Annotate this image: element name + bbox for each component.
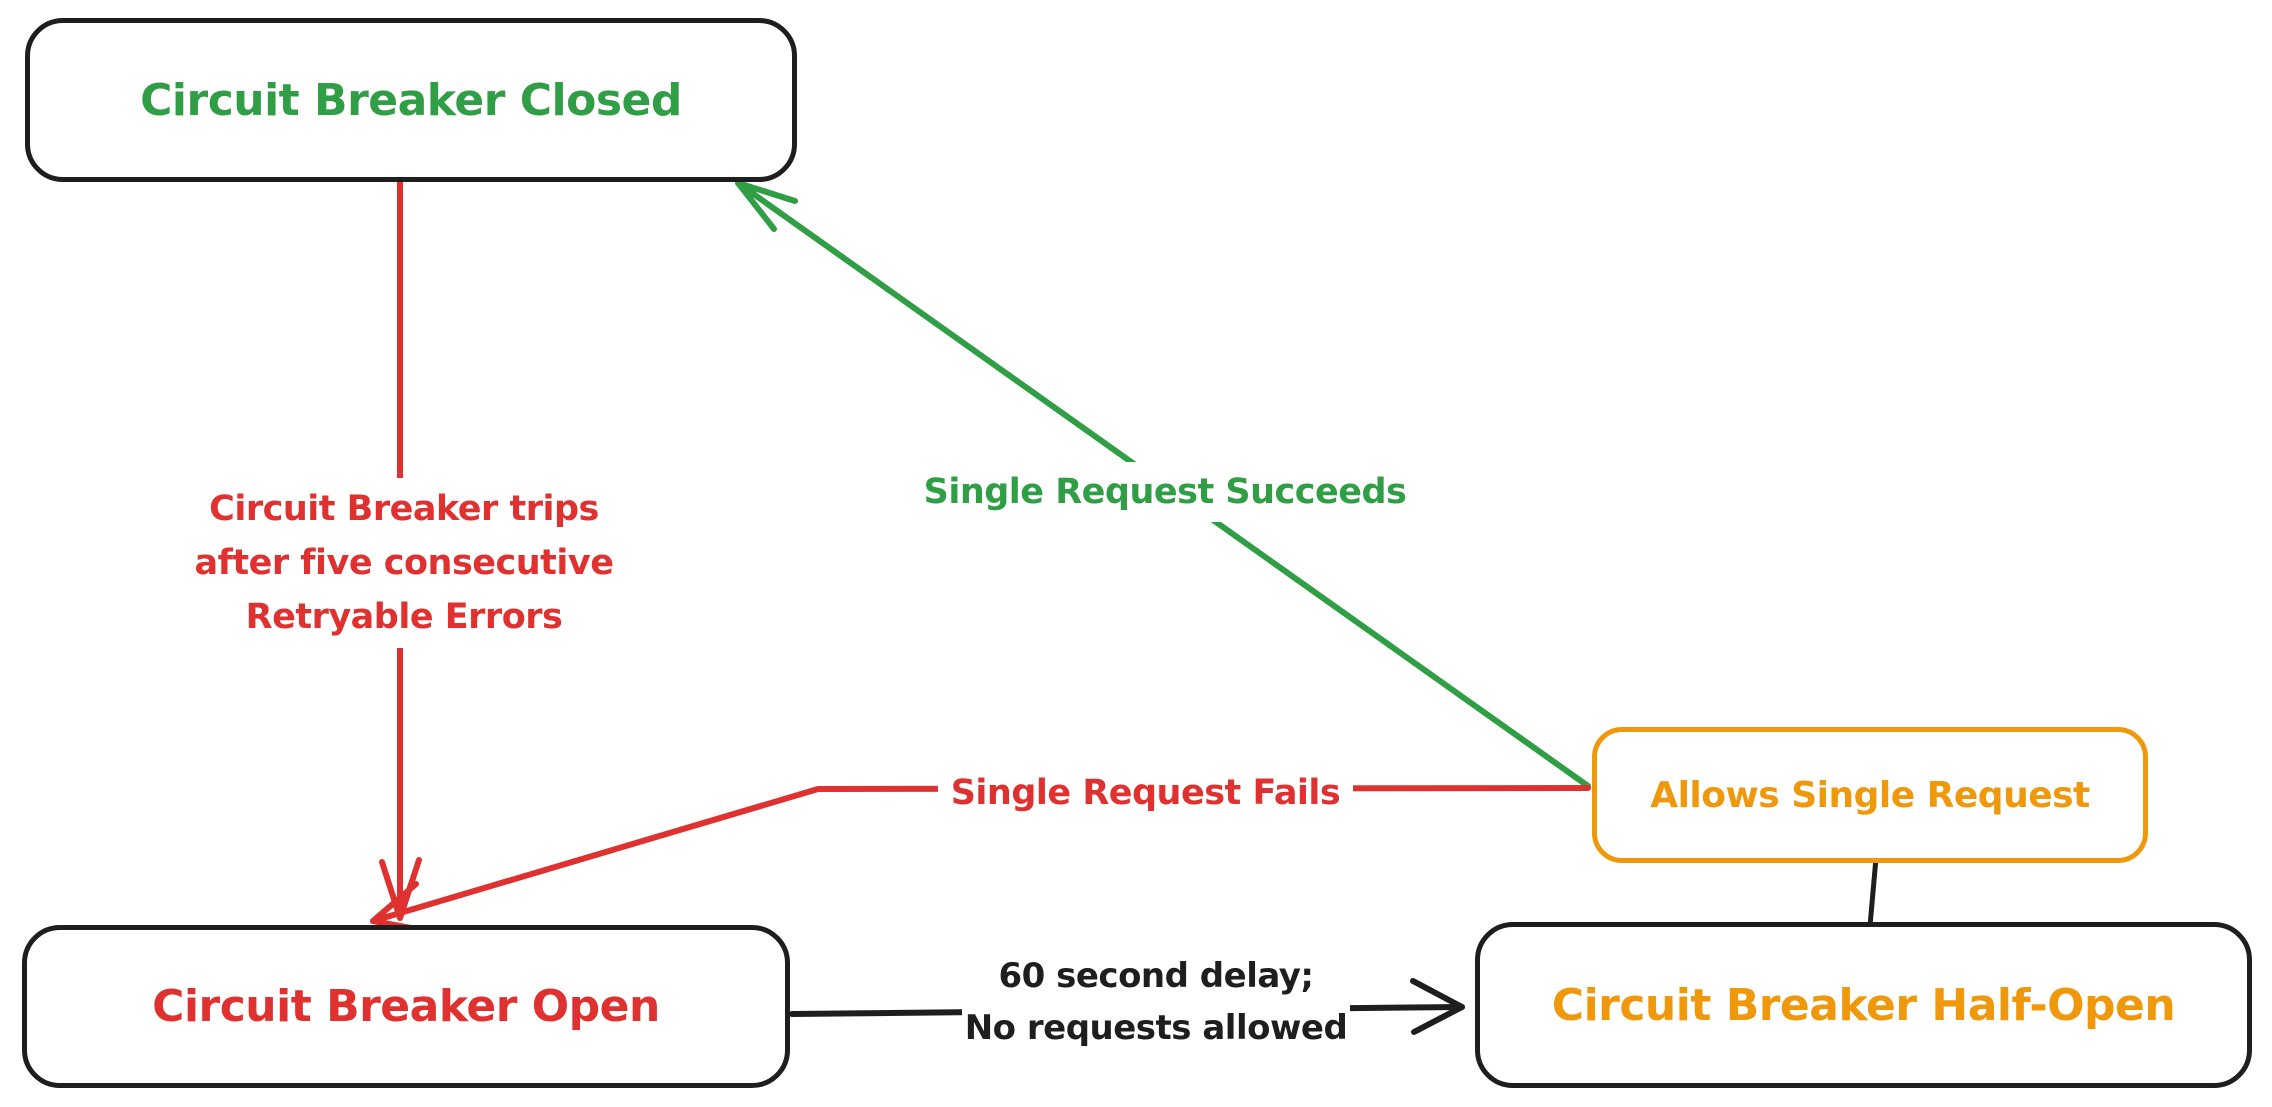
node-allows-single-request: Allows Single Request (1592, 727, 2148, 863)
node-circuit-breaker-open: Circuit Breaker Open (22, 925, 790, 1088)
node-circuit-breaker-closed: Circuit Breaker Closed (25, 18, 797, 182)
edge-label-fail: Single Request Fails (938, 763, 1353, 823)
edge-label-fail-text: Single Request Fails (950, 773, 1341, 813)
edge-label-trip: Circuit Breaker trips after five consecu… (158, 478, 650, 648)
edge-label-delay: 60 second delay; No requests allowed (962, 946, 1350, 1058)
node-circuit-breaker-half-open: Circuit Breaker Half-Open (1475, 922, 2252, 1088)
edge-allows-connector (1867, 855, 1879, 929)
node-closed-label: Circuit Breaker Closed (140, 74, 682, 126)
edge-label-succeed-text: Single Request Succeeds (923, 472, 1407, 512)
edge-label-delay-line-1: 60 second delay; (998, 956, 1314, 996)
edge-label-succeed: Single Request Succeeds (905, 462, 1425, 522)
node-allows-label: Allows Single Request (1650, 774, 2090, 816)
edge-label-trip-line-3: Retryable Errors (245, 597, 563, 637)
edge-label-trip-line-1: Circuit Breaker trips (209, 489, 599, 529)
edge-label-trip-line-2: after five consecutive (194, 543, 614, 583)
edge-label-delay-line-2: No requests allowed (964, 1008, 1348, 1048)
node-open-label: Circuit Breaker Open (152, 981, 660, 1032)
node-half-open-label: Circuit Breaker Half-Open (1551, 979, 2176, 1031)
